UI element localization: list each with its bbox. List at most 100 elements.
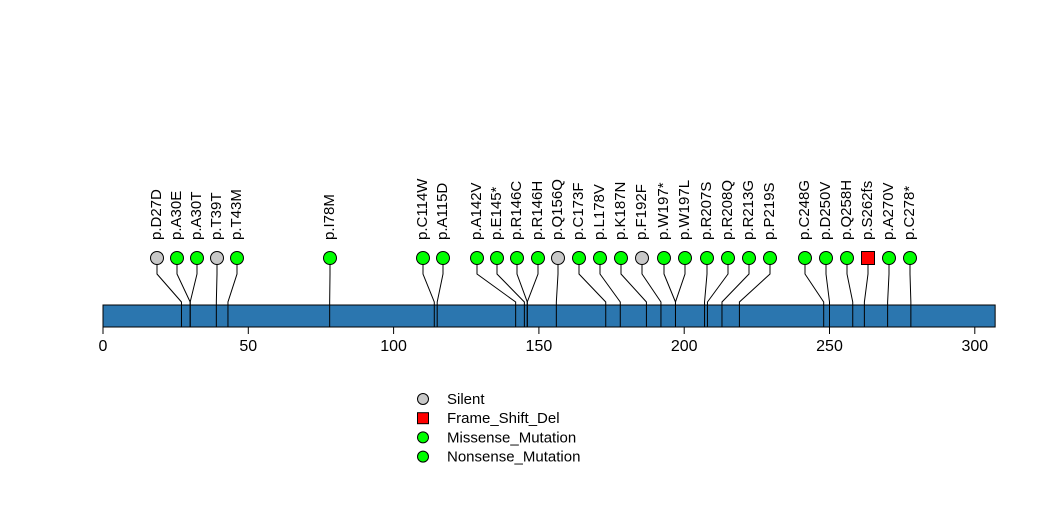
lollipop: p.I78M xyxy=(321,194,338,264)
mutation-label: p.T43M xyxy=(228,189,245,240)
mutation-label: p.Q258H xyxy=(838,180,855,240)
mutation-label: p.W197L xyxy=(676,180,693,240)
lollipop: p.P219S xyxy=(761,182,778,264)
mutation-label: p.F192F xyxy=(633,184,650,240)
legend-item: Frame_Shift_Del xyxy=(418,410,560,427)
lollipop: p.Q258H xyxy=(838,180,855,265)
legend-item: Missense_Mutation xyxy=(418,429,577,446)
mutation-marker-circle xyxy=(324,252,337,265)
mutation-marker-circle xyxy=(743,252,756,265)
legend-label: Silent xyxy=(447,391,485,408)
lollipop: p.D27D xyxy=(148,189,165,265)
mutation-label: p.T39T xyxy=(208,192,225,240)
axis-tick-label: 50 xyxy=(239,338,257,355)
legend-label: Nonsense_Mutation xyxy=(447,449,580,466)
lollipop: p.A142V xyxy=(468,182,485,264)
mutation-label: p.D250V xyxy=(817,182,834,240)
mutation-label: p.E145* xyxy=(488,186,505,240)
mutation-label: p.C248G xyxy=(796,180,813,240)
lollipop: p.K187N xyxy=(612,182,629,265)
mutation-marker-circle xyxy=(511,252,524,265)
mutation-label: p.D27D xyxy=(148,189,165,240)
mutation-label: p.R146C xyxy=(508,181,525,240)
legend-item: Nonsense_Mutation xyxy=(418,449,581,466)
lollipop: p.R213G xyxy=(740,180,757,265)
mutation-label: p.P219S xyxy=(761,182,778,240)
mutation-label: p.A30T xyxy=(188,192,205,240)
lollipop: p.E145* xyxy=(488,186,505,264)
mutation-marker-circle xyxy=(679,252,692,265)
mutation-label: p.C278* xyxy=(901,186,918,240)
mutation-marker-circle xyxy=(573,252,586,265)
legend-marker-square xyxy=(418,413,429,424)
mutation-marker-circle xyxy=(636,252,649,265)
mutation-label: p.K187N xyxy=(612,182,629,240)
mutation-label: p.R213G xyxy=(740,180,757,240)
lollipop: p.R146H xyxy=(529,181,546,265)
lollipop: p.C114W xyxy=(414,178,431,265)
axis-tick-label: 0 xyxy=(99,338,108,355)
lollipop: p.C173F xyxy=(570,182,587,264)
lollipop: p.A30T xyxy=(188,192,205,265)
lollipop: p.R146C xyxy=(508,181,525,265)
mutation-label: p.A142V xyxy=(468,182,485,240)
lollipop: p.A30E xyxy=(168,191,185,265)
lollipop: p.A115D xyxy=(434,183,451,265)
mutation-marker-circle xyxy=(764,252,777,265)
lollipop: p.S262fs xyxy=(859,181,876,265)
mutation-marker-circle xyxy=(171,252,184,265)
mutation-marker-circle xyxy=(658,252,671,265)
mutation-label: p.A115D xyxy=(434,183,451,240)
lollipop: p.C248G xyxy=(796,180,813,265)
mutation-marker-circle xyxy=(211,252,224,265)
mutation-marker-circle xyxy=(594,252,607,265)
mutation-label: p.A30E xyxy=(168,191,185,240)
legend-label: Frame_Shift_Del xyxy=(447,410,560,427)
lollipop: p.D250V xyxy=(817,182,834,265)
mutation-label: p.R208Q xyxy=(719,180,736,240)
lollipop: p.F192F xyxy=(633,184,650,264)
lollipop: p.W197L xyxy=(676,180,693,265)
mutation-marker-square xyxy=(862,252,875,265)
lollipop: p.Q156Q xyxy=(549,179,566,264)
legend-marker-circle xyxy=(418,451,429,462)
lollipop: p.W197* xyxy=(655,182,672,264)
mutation-label: p.A270V xyxy=(880,182,897,240)
mutation-marker-circle xyxy=(417,252,430,265)
mutation-marker-circle xyxy=(615,252,628,265)
mutation-marker-circle xyxy=(799,252,812,265)
mutation-marker-circle xyxy=(491,252,504,265)
lollipop: p.A270V xyxy=(880,182,897,264)
legend-label: Missense_Mutation xyxy=(447,429,576,446)
mutation-label: p.L178V xyxy=(591,184,608,240)
mutation-label: p.Q156Q xyxy=(549,179,566,240)
mutation-marker-circle xyxy=(722,252,735,265)
lollipop: p.L178V xyxy=(591,184,608,264)
lollipop: p.T39T xyxy=(208,192,225,264)
mutation-label: p.W197* xyxy=(655,182,672,240)
mutation-marker-circle xyxy=(191,252,204,265)
mutation-label: p.C173F xyxy=(570,182,587,240)
mutation-label: p.C114W xyxy=(414,178,431,240)
lollipop: p.R207S xyxy=(698,182,715,265)
mutation-marker-circle xyxy=(904,252,917,265)
protein-backbone xyxy=(103,305,995,327)
mutation-marker-circle xyxy=(437,252,450,265)
lollipop: p.C278* xyxy=(901,186,918,265)
legend-item: Silent xyxy=(418,391,486,408)
mutation-marker-circle xyxy=(151,252,164,265)
mutation-label: p.S262fs xyxy=(859,181,876,240)
mutation-label: p.R207S xyxy=(698,182,715,240)
mutation-marker-circle xyxy=(532,252,545,265)
lollipop: p.R208Q xyxy=(719,180,736,265)
mutation-marker-circle xyxy=(841,252,854,265)
axis-tick-label: 100 xyxy=(380,338,407,355)
mutation-marker-circle xyxy=(471,252,484,265)
mutation-label: p.R146H xyxy=(529,181,546,240)
mutation-marker-circle xyxy=(231,252,244,265)
legend-marker-circle xyxy=(418,432,429,443)
mutation-marker-circle xyxy=(883,252,896,265)
lollipop: p.T43M xyxy=(228,189,245,264)
axis-tick-label: 300 xyxy=(961,338,988,355)
